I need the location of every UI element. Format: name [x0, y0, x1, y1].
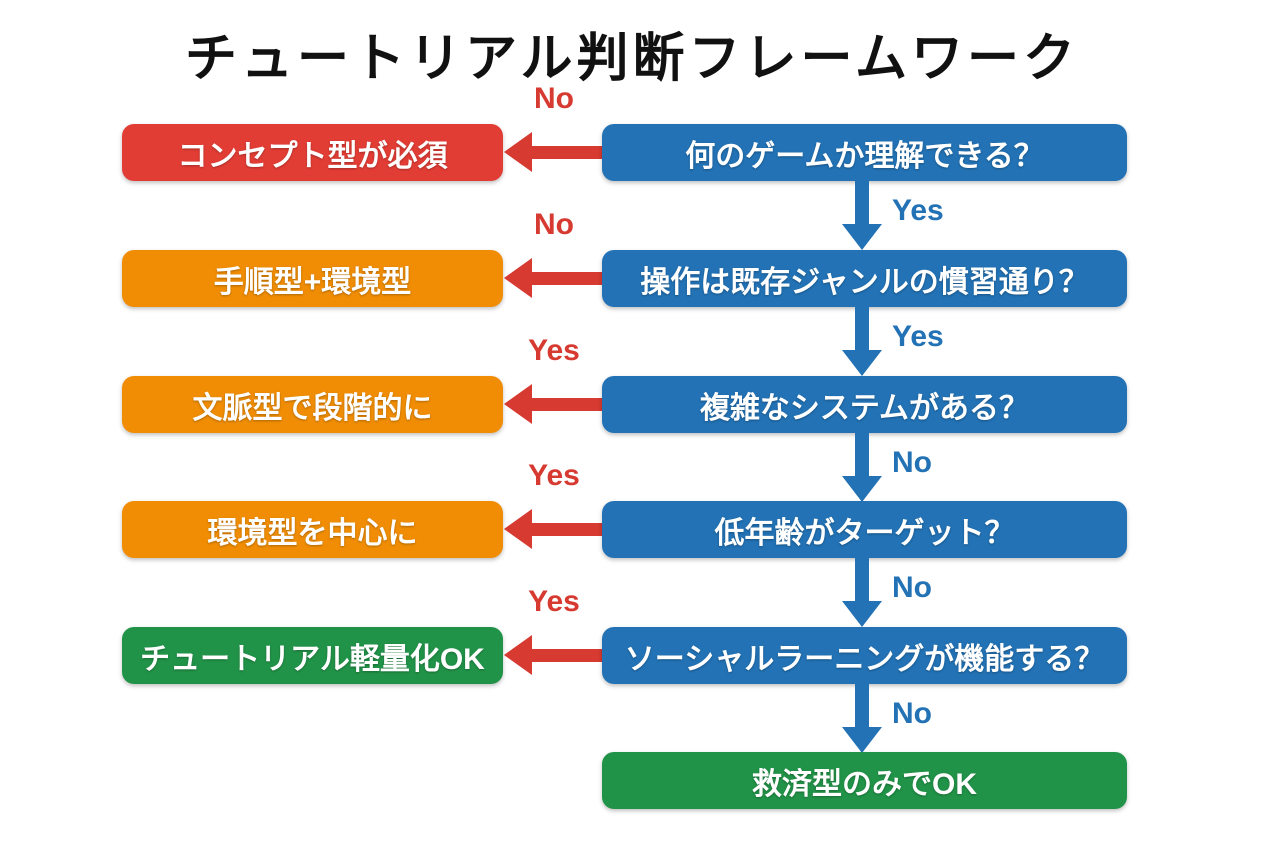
question-box-social-learning: ソーシャルラーニングが機能する？ [602, 627, 1127, 684]
down-connector-2: Yes [842, 307, 1042, 376]
branch-label: No [534, 208, 574, 241]
result-box-environment-centered: 環境型を中心に [122, 501, 503, 558]
arrow-shaft [855, 307, 869, 351]
down-connector-5: No [842, 684, 1042, 753]
arrow-shaft [531, 272, 604, 285]
down-connector-3: No [842, 433, 1042, 502]
down-label: Yes [892, 320, 944, 353]
branch-label: Yes [528, 334, 580, 367]
branch-arrow-left-icon: Yes [504, 334, 604, 433]
arrow-shaft [855, 181, 869, 225]
arrow-shaft [855, 558, 869, 602]
arrow-head-left-icon [504, 509, 532, 549]
decision-row-3: 文脈型で段階的に Yes 複雑なシステムがある？ [0, 334, 1264, 433]
arrow-head-down-icon [842, 224, 882, 250]
question-box-young-target: 低年齢がターゲット？ [602, 501, 1127, 558]
branch-arrow-left-icon: Yes [504, 459, 604, 558]
result-box-rescue-only-ok: 救済型のみでOK [602, 752, 1127, 809]
arrow-head-down-icon [842, 350, 882, 376]
down-connector-4: No [842, 558, 1042, 627]
question-box-complex-system: 複雑なシステムがある？ [602, 376, 1127, 433]
result-box-contextual-gradual: 文脈型で段階的に [122, 376, 503, 433]
decision-row-1: コンセプト型が必須 No 何のゲームか理解できる？ [0, 82, 1264, 181]
branch-label: Yes [528, 585, 580, 618]
branch-arrow-left-icon: Yes [504, 585, 604, 684]
arrow-head-down-icon [842, 601, 882, 627]
down-label: No [892, 571, 932, 604]
decision-row-2: 手順型+環境型 No 操作は既存ジャンルの慣習通り？ [0, 208, 1264, 307]
down-label: Yes [892, 194, 944, 227]
down-connector-1: Yes [842, 181, 1042, 250]
question-box-genre-conventions: 操作は既存ジャンルの慣習通り？ [602, 250, 1127, 307]
decision-row-4: 環境型を中心に Yes 低年齢がターゲット？ [0, 459, 1264, 558]
decision-row-5: チュートリアル軽量化OK Yes ソーシャルラーニングが機能する？ [0, 585, 1264, 684]
arrow-shaft [855, 433, 869, 477]
arrow-shaft [531, 649, 604, 662]
branch-label: Yes [528, 459, 580, 492]
result-box-concept-required: コンセプト型が必須 [122, 124, 503, 181]
branch-arrow-left-icon: No [504, 82, 604, 181]
arrow-shaft [531, 398, 604, 411]
arrow-head-left-icon [504, 132, 532, 172]
arrow-shaft [855, 684, 869, 728]
arrow-head-down-icon [842, 476, 882, 502]
branch-label: No [534, 82, 574, 115]
arrow-shaft [531, 146, 604, 159]
branch-arrow-left-icon: No [504, 208, 604, 307]
arrow-shaft [531, 523, 604, 536]
arrow-head-left-icon [504, 258, 532, 298]
arrow-head-left-icon [504, 384, 532, 424]
arrow-head-down-icon [842, 727, 882, 753]
arrow-head-left-icon [504, 635, 532, 675]
down-label: No [892, 446, 932, 479]
page-title: チュートリアル判断フレームワーク [185, 30, 1079, 88]
question-box-game-understanding: 何のゲームか理解できる？ [602, 124, 1127, 181]
result-box-tutorial-lightweight-ok: チュートリアル軽量化OK [122, 627, 503, 684]
down-label: No [892, 697, 932, 730]
result-box-procedure-environment: 手順型+環境型 [122, 250, 503, 307]
